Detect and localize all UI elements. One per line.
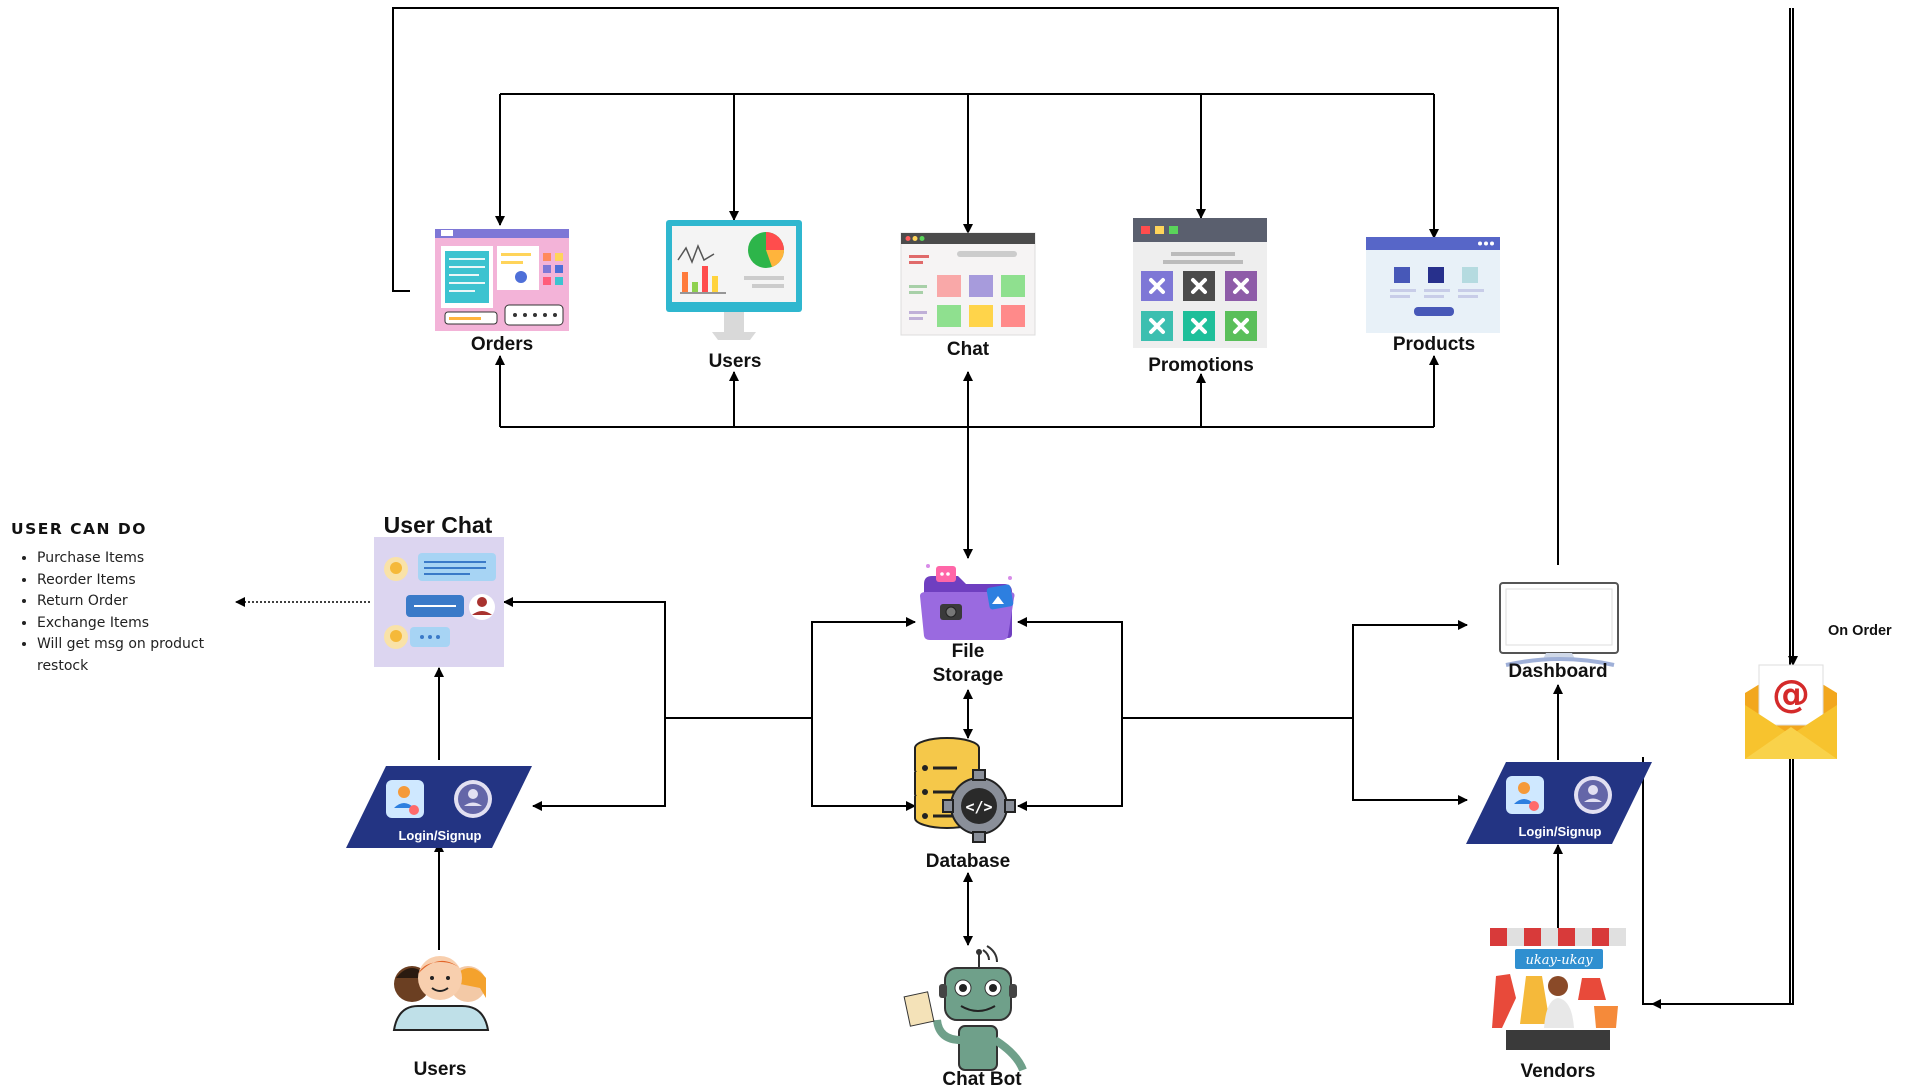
user-can-do-notes: USER CAN DO Purchase Items Reorder Items… bbox=[11, 520, 247, 678]
products-window-icon bbox=[1366, 237, 1500, 333]
database-label: Database bbox=[925, 851, 1011, 872]
user-can-do-title: USER CAN DO bbox=[11, 520, 147, 538]
users-group-icon bbox=[392, 956, 490, 1031]
vendor-login-signup-label: Login/Signup bbox=[1518, 824, 1601, 839]
vendors-label: Vendors bbox=[1520, 1061, 1596, 1082]
svg-text:</>: </> bbox=[965, 798, 992, 816]
connectors bbox=[235, 7, 1798, 1009]
users-module-label: Users bbox=[708, 351, 762, 372]
file-storage-label: File Storage bbox=[933, 640, 1004, 688]
email-envelope-icon: @ bbox=[1745, 664, 1837, 759]
list-item: Will get msg on product restock bbox=[37, 634, 247, 677]
database-icon: </> bbox=[914, 737, 1016, 843]
dashboard-monitor-icon bbox=[1499, 582, 1619, 667]
on-order-label: On Order bbox=[1828, 623, 1892, 639]
connector-on-order bbox=[1642, 757, 1652, 1005]
user-chat-panel bbox=[374, 537, 504, 667]
file-storage-label-line2: Storage bbox=[932, 665, 1004, 686]
analytics-monitor-icon bbox=[666, 220, 802, 340]
connector-outer-loop bbox=[392, 7, 1559, 565]
dashboard-label: Dashboard bbox=[1508, 661, 1608, 682]
user-chat-title: User Chat bbox=[383, 512, 493, 538]
vendor-login-signup-panel[interactable]: Login/Signup bbox=[1466, 762, 1652, 844]
file-storage-label-line1: File bbox=[951, 641, 985, 662]
chat-label: Chat bbox=[946, 339, 990, 360]
chat-bot-label: Chat Bot bbox=[942, 1069, 1022, 1090]
list-item: Return Order bbox=[37, 591, 247, 613]
list-item: Reorder Items bbox=[37, 570, 247, 592]
products-label: Products bbox=[1392, 334, 1476, 355]
orders-label: Orders bbox=[470, 334, 534, 355]
shop-sign-text: ukay-ukay bbox=[1525, 953, 1593, 968]
user-can-do-list: Purchase Items Reorder Items Return Orde… bbox=[11, 548, 247, 678]
file-storage-folder-icon bbox=[920, 564, 1015, 640]
connector-left-hub bbox=[503, 597, 666, 718]
list-item: Exchange Items bbox=[37, 613, 247, 635]
promotions-grid-icon bbox=[1133, 218, 1267, 348]
chat-bot-robot-icon bbox=[903, 945, 1027, 1072]
orders-icon bbox=[435, 229, 569, 331]
chat-window-icon bbox=[900, 232, 1036, 336]
connector-right-hub bbox=[1017, 617, 1123, 718]
users-label: Users bbox=[413, 1059, 467, 1080]
svg-text:@: @ bbox=[1772, 672, 1810, 716]
user-login-signup-panel[interactable]: Login/Signup bbox=[346, 766, 532, 848]
list-item: Purchase Items bbox=[37, 548, 247, 570]
user-login-signup-label: Login/Signup bbox=[398, 828, 481, 843]
vendors-shop-icon: ukay-ukay bbox=[1490, 928, 1626, 1050]
promotions-label: Promotions bbox=[1148, 355, 1254, 376]
